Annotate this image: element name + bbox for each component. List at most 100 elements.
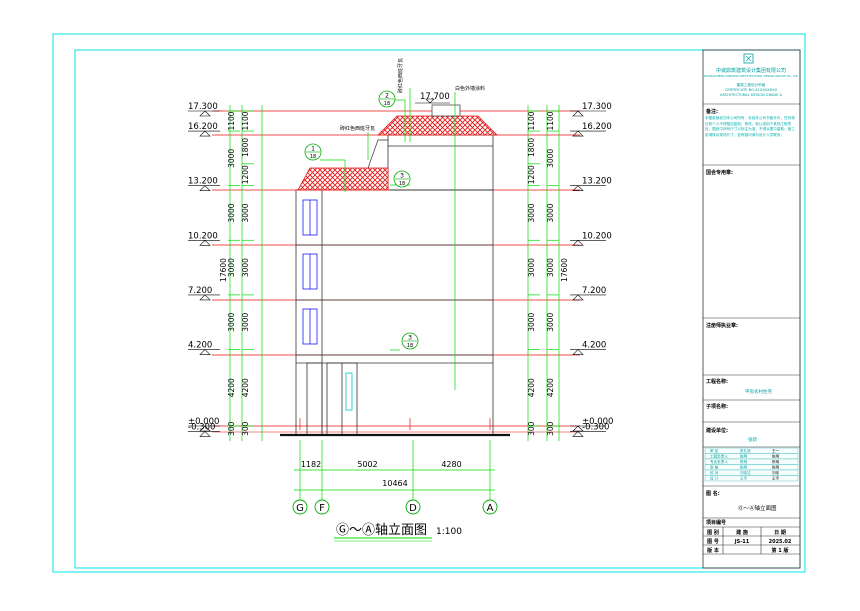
sign-sig-4: 刘伟 [772,470,780,475]
dim-left-outer-1: 3000 [227,149,236,168]
level-left-4: 7.200 [188,286,212,296]
dim-right-outer-1: 3000 [546,149,555,168]
dim-right-outer-3: 3000 [546,258,555,277]
dim-left-outer-4: 3000 [227,312,236,331]
sign-name-3: 陈明 [740,465,748,470]
level-left-3: 10.200 [188,231,218,241]
level-left-6: ±0.000 [188,417,219,427]
dim-left-inner-6: 4200 [241,378,250,397]
callout-num-2: 3 [400,173,404,180]
cert-line-2: CERTIFICATE NO.A1XXXXXXX [725,88,778,92]
drawing-scale: 1:100 [436,527,462,537]
title-block: 中诚鼎筑建筑设计集团有限公司 ZHONGCHENG DINGZHU ARCHIT… [702,49,801,569]
hdr-type: 图 别 [707,529,719,536]
project-label: 工程名称: [706,378,728,385]
dim-right-inner-2: 1200 [527,165,536,184]
company-logo-icon [743,53,754,64]
dim-right-outer-5: 4200 [546,378,555,397]
client-label: 建设单位: [705,427,728,434]
dimension-text-left: 1100300030003000300042003001100180012003… [219,110,254,436]
project-value: 平房农村住宅 [745,388,772,395]
axis-bubble-F [314,499,330,515]
hdr-date: 日 期 [774,529,786,536]
dim-right-total: 17600 [560,258,569,282]
sign-name-2: 陈明 [740,459,748,464]
level-top-text: 17.700 [420,92,450,102]
axis-label-D: D [409,503,417,514]
page-label: 第 1 版 [772,547,789,554]
company-name-cn: 中诚鼎筑建筑设计集团有限公司 [716,67,786,74]
dim-left-outer-5: 4200 [227,378,236,397]
axis-bubble-A [482,499,498,515]
callout-num-0: 1 [311,146,315,153]
dim-right-inner-5: 3000 [527,312,536,331]
axis-bubble-D [405,499,421,515]
remark-label: 备注: [705,108,718,115]
level-right-0: 17.300 [582,102,612,112]
level-left-1: 16.200 [188,122,218,132]
dim-left-inner-4: 3000 [241,258,250,277]
dim-left-inner-0: 1100 [241,111,250,130]
level-left-2: 13.200 [188,177,218,187]
level-right-7: -0.300 [582,422,609,432]
drawing-name-label: 图 名: [706,490,720,497]
sign-role-2: 专业负责人 [710,459,728,464]
dim-left-outer-0: 1100 [227,111,236,130]
axis-bubble-G [292,499,308,515]
val-label-no: 图 号 [707,538,719,545]
cert-line-3: ARCHITECTURAL DESIGN GRADE A [720,93,783,97]
level-left-7: -0.300 [188,422,215,432]
callout-sheet-0: 18 [310,154,316,160]
subproject-label: 子项名称: [706,403,728,410]
building-elevation [212,104,580,437]
dim-bottom-0: 1182 [301,460,321,469]
dim-bottom-total: 10464 [382,479,407,488]
dim-left-inner-3: 3000 [241,203,250,222]
sign-sig-1: 陈明 [772,454,780,459]
sign-sig-0: 王一 [772,449,780,453]
level-left-5: 4.200 [188,341,212,351]
sign-sig-5: 王宇 [772,476,780,481]
hdr-discipline: 建 施 [735,529,748,536]
version-label: 版 本 [707,547,720,554]
sign-role-5: 设 计 [710,476,719,481]
coop-seal-label: 国合专用章: [706,169,733,176]
dim-right-inner-6: 4200 [527,378,536,397]
sign-role-0: 审 定 [710,448,719,453]
dim-right-inner-3: 3000 [527,203,536,222]
signature-table: 审 定张扎良王一工程负责人陈明陈明专业负责人陈明陈明审 核陈明陈明校 对刘伟达刘… [704,447,799,482]
callout-num-1: 2 [385,93,389,100]
level-right-3: 10.200 [582,231,612,241]
dim-right-outer-0: 1100 [546,111,555,130]
callout-sheet-1: 18 [384,101,390,107]
sign-name-5: 王宇 [740,476,748,481]
dim-bottom-2: 4280 [441,460,461,469]
sign-sig-2: 陈明 [772,459,780,464]
sign-name-1: 陈明 [740,454,748,459]
cert-line-1: 建筑工程设计甲级 [737,82,766,87]
dim-left-outer-3: 3000 [227,258,236,277]
sign-sig-3: 陈明 [772,465,780,470]
level-left-0: 17.300 [188,102,218,112]
level-markers-right: 17.30016.20013.20010.2007.2004.200±0.000… [570,102,613,437]
dim-right-outer-6: 300 [546,421,555,436]
dim-left-total: 17600 [219,258,228,282]
remark-text-box: 本图纸版权归本公司所有，未经本公司书面许可，任何单位和个人不得擅自复制、修改、转… [705,116,795,137]
note-wall: 白色外墙涂料 [455,85,485,92]
drawing-name-value: Ⓖ～Ⓐ轴立面图 [738,504,777,512]
dim-left-outer-2: 3000 [227,203,236,222]
company-name-en: ZHONGCHENG DINGZHU ARCHITECTURAL DESIGN … [704,74,798,78]
val-sheet-no: JS-11 [734,539,750,545]
dim-left-outer-6: 300 [227,421,236,436]
callout-sheet-2: 18 [399,181,405,187]
level-right-6: ±0.000 [582,417,613,427]
level-right-4: 7.200 [582,286,606,296]
dim-right-inner-4: 3000 [527,258,536,277]
remark-text: 本图纸版权归本公司所有，未经本公司书面许可，任何单位和个人不得擅自复制、修改、转… [705,116,795,137]
outer-frame [52,33,806,573]
val-date: 2025.02 [769,539,792,545]
